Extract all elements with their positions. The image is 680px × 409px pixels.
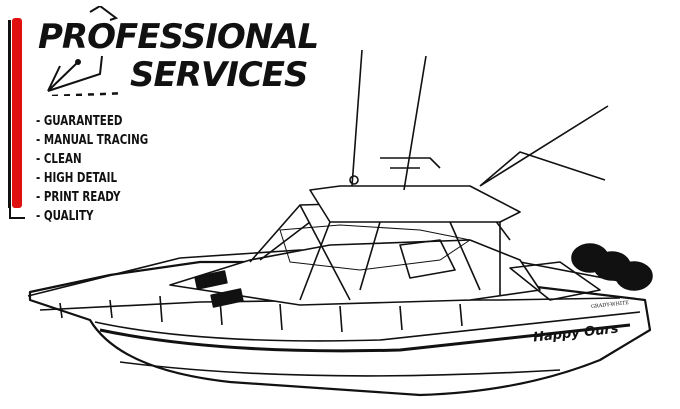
- accent-bar-bracket: [9, 205, 25, 219]
- pen-tool-icon: [47, 6, 120, 96]
- accent-bar-shadow: [8, 20, 11, 208]
- heading-line2: SERVICES: [130, 55, 309, 95]
- feature-item: - GUARANTEED: [36, 114, 123, 129]
- red-accent-bar: [12, 18, 22, 208]
- heading: PROFESSIONAL SERVICES: [38, 17, 319, 95]
- heading-line1: PROFESSIONAL: [38, 17, 319, 57]
- feature-item: - HIGH DETAIL: [36, 171, 118, 186]
- feature-item: - CLEAN: [36, 152, 82, 167]
- feature-item: - PRINT READY: [36, 190, 121, 205]
- feature-item: - QUALITY: [36, 209, 94, 224]
- feature-item: - MANUAL TRACING: [36, 133, 149, 148]
- feature-list: - GUARANTEED - MANUAL TRACING - CLEAN - …: [36, 112, 163, 226]
